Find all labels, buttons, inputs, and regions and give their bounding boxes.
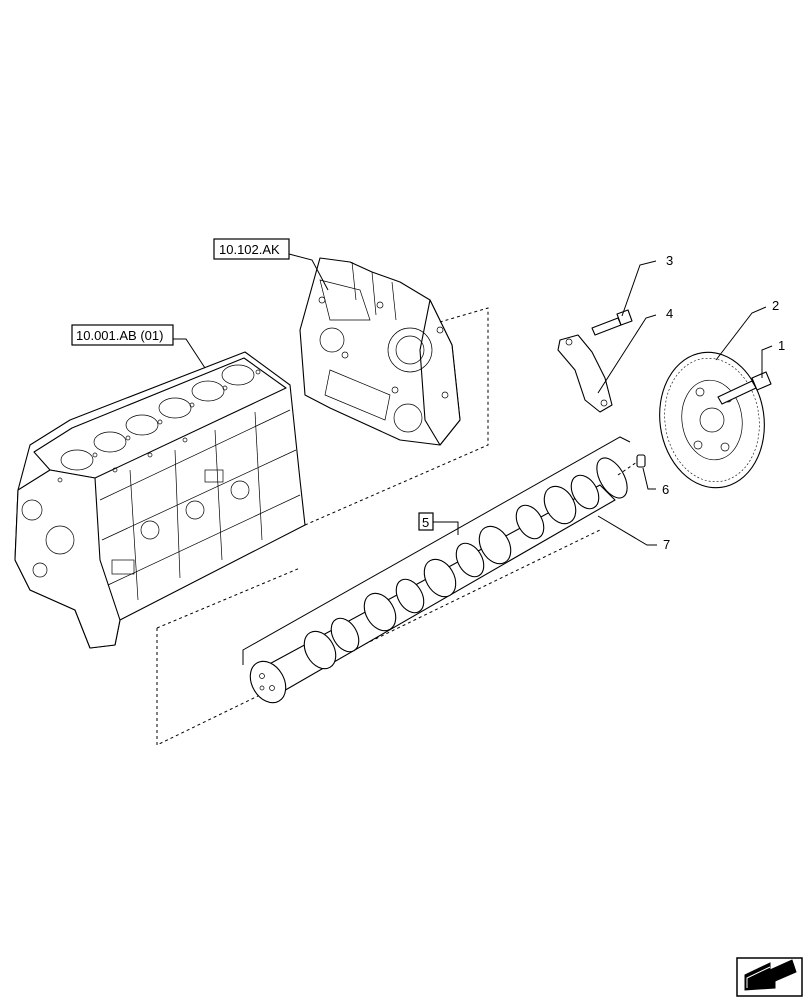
reference-engine-block-label: 10.001.AB (01) bbox=[76, 328, 163, 343]
callout-6: 6 bbox=[662, 482, 669, 497]
timing-cover bbox=[299, 257, 461, 446]
cam-gear bbox=[659, 351, 765, 489]
callout-5: 5 bbox=[422, 515, 429, 530]
callout-3: 3 bbox=[666, 253, 673, 268]
gear-bolt bbox=[717, 371, 772, 405]
engine-block bbox=[14, 351, 306, 649]
callout-5-box: 5 bbox=[418, 512, 434, 531]
assembly-line-camshaft bbox=[156, 529, 601, 746]
bracket-bolt bbox=[591, 309, 633, 336]
callout-2: 2 bbox=[772, 298, 779, 313]
reference-engine-block[interactable]: 10.001.AB (01) bbox=[71, 324, 174, 346]
reference-timing-cover-label: 10.102.AK bbox=[219, 242, 280, 257]
dowel-pin bbox=[636, 454, 646, 468]
next-page-arrow-icon[interactable] bbox=[736, 957, 803, 997]
reference-timing-cover[interactable]: 10.102.AK bbox=[213, 238, 290, 260]
callout-4: 4 bbox=[666, 306, 673, 321]
assembly-line-block bbox=[304, 307, 489, 526]
callout-7: 7 bbox=[663, 537, 670, 552]
camshaft-bracket bbox=[242, 436, 631, 665]
callout-1: 1 bbox=[778, 338, 785, 353]
camshaft bbox=[249, 457, 628, 704]
bracket-plate bbox=[557, 334, 613, 413]
